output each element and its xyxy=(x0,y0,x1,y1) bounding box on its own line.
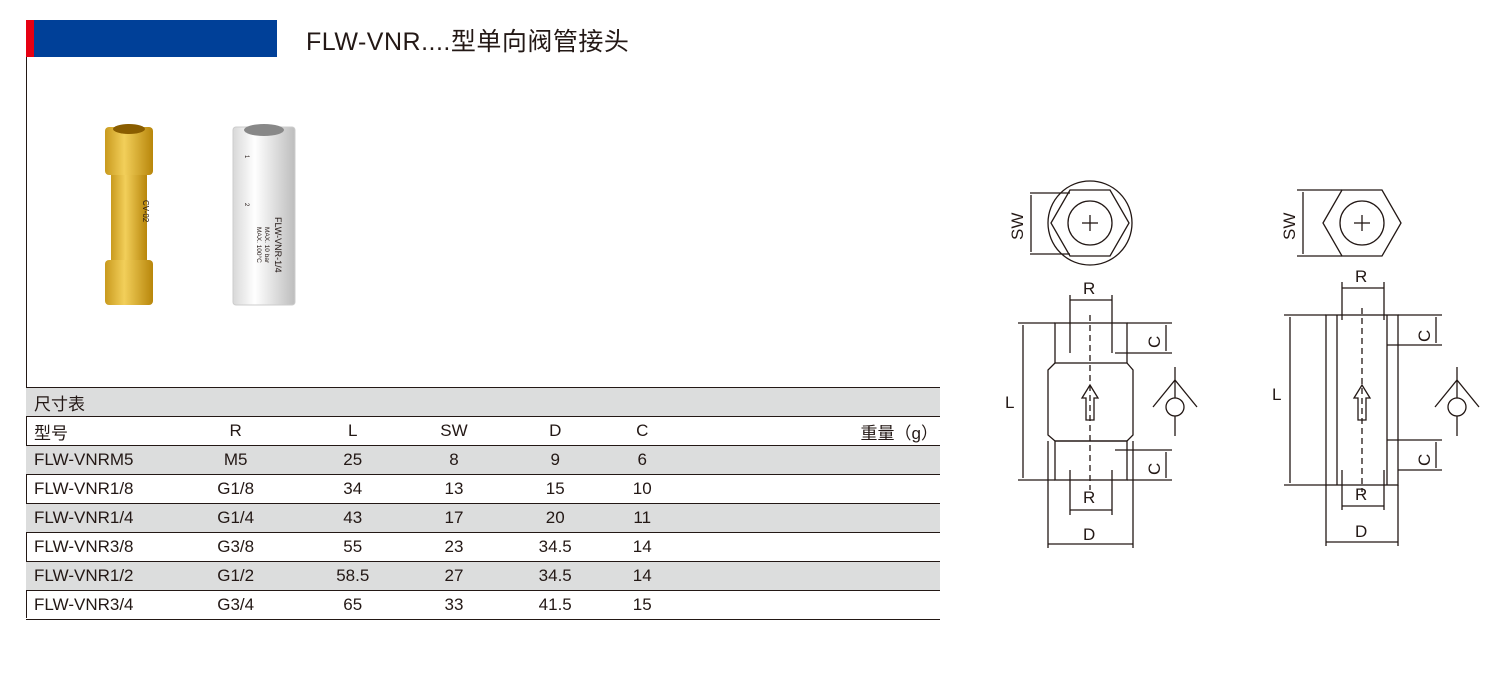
col-l: L xyxy=(297,416,409,446)
col-c: C xyxy=(610,416,674,446)
r-label-top: R xyxy=(1083,279,1095,298)
r-label-bottom: R xyxy=(1355,485,1367,504)
cell-c: 14 xyxy=(610,532,674,562)
r-label-bottom: R xyxy=(1083,488,1095,507)
cell-l: 25 xyxy=(297,445,409,475)
cell-r: G1/2 xyxy=(174,561,298,591)
d-label: D xyxy=(1355,522,1367,541)
cell-c: 11 xyxy=(610,503,674,533)
cell-model: FLW-VNR3/4 xyxy=(26,590,174,620)
header-bar-blue xyxy=(26,20,277,57)
cell-r: G3/4 xyxy=(174,590,298,620)
top-view: SW xyxy=(1280,189,1402,257)
d-label: D xyxy=(1083,525,1095,544)
cell-r: G1/4 xyxy=(174,503,298,533)
top-view: SW xyxy=(1008,180,1133,266)
cell-d: 20 xyxy=(499,503,611,533)
steel-check-valve-photo: 1 2 FLW-VNR-1/4 MAX. 10 bar MAX. 100°C xyxy=(232,124,296,306)
col-r: R xyxy=(174,416,298,446)
cell-c: 10 xyxy=(610,474,674,504)
cell-d: 9 xyxy=(499,445,611,475)
cell-r: G1/8 xyxy=(174,474,298,504)
cell-sw: 23 xyxy=(408,532,500,562)
r-label-top: R xyxy=(1355,267,1367,286)
cell-d: 41.5 xyxy=(499,590,611,620)
cell-l: 65 xyxy=(297,590,409,620)
cell-model: FLW-VNR3/8 xyxy=(26,532,174,562)
cell-model: FLW-VNR1/2 xyxy=(26,561,174,591)
cell-l: 55 xyxy=(297,532,409,562)
page-title: FLW-VNR....型单向阀管接头 xyxy=(306,28,630,56)
cell-d: 34.5 xyxy=(499,561,611,591)
col-sw: SW xyxy=(408,416,500,446)
c-label-bottom: C xyxy=(1415,454,1434,466)
temperature-marking: MAX. 100°C xyxy=(255,227,263,263)
side-view: R L C C R D xyxy=(1005,279,1172,548)
cell-weight xyxy=(673,561,940,591)
table-section-header: 尺寸表 xyxy=(26,387,940,417)
cell-l: 43 xyxy=(297,503,409,533)
cell-sw: 13 xyxy=(408,474,500,504)
c-label-top: C xyxy=(1145,336,1164,348)
cell-weight xyxy=(673,590,940,620)
c-label-bottom: C xyxy=(1145,463,1164,475)
cell-r: G3/8 xyxy=(174,532,298,562)
pressure-marking: MAX. 10 bar xyxy=(263,227,270,264)
section-title: 尺寸表 xyxy=(26,387,940,417)
drawing-vnr-type2: SW R L C C R D xyxy=(1272,189,1480,546)
header-bar-red xyxy=(26,20,34,57)
cell-d: 34.5 xyxy=(499,532,611,562)
steel-marking: FLW-VNR-1/4 xyxy=(273,217,283,273)
sw-label: SW xyxy=(1280,213,1299,240)
side-view: R L C C R D xyxy=(1272,267,1442,546)
cell-weight xyxy=(673,445,940,475)
cell-c: 6 xyxy=(610,445,674,475)
product-photos: CV-02 1 2 FLW-VNR-1/4 MAX. 10 bar MAX. 1… xyxy=(105,124,296,306)
cell-sw: 27 xyxy=(408,561,500,591)
drawing-vnr-type1: SW R L C C R D xyxy=(1005,180,1198,548)
c-label-top: C xyxy=(1415,330,1434,342)
col-model: 型号 xyxy=(26,416,174,446)
cell-l: 58.5 xyxy=(297,561,409,591)
left-rule xyxy=(26,57,27,618)
cell-model: FLW-VNRM5 xyxy=(26,445,174,475)
col-weight: 重量（g） xyxy=(673,416,940,446)
cell-c: 14 xyxy=(610,561,674,591)
check-valve-symbol xyxy=(1152,367,1198,436)
cell-model: FLW-VNR1/8 xyxy=(26,474,174,504)
cell-sw: 33 xyxy=(408,590,500,620)
table-header-row: 型号 R L SW D C 重量（g） xyxy=(26,416,940,446)
port-out-label: 2 xyxy=(243,203,249,207)
check-valve-symbol xyxy=(1434,367,1480,436)
l-label: L xyxy=(1272,385,1281,404)
l-label: L xyxy=(1005,393,1014,412)
cell-model: FLW-VNR1/4 xyxy=(26,503,174,533)
cell-c: 15 xyxy=(610,590,674,620)
cell-d: 15 xyxy=(499,474,611,504)
col-d: D xyxy=(499,416,611,446)
cell-sw: 17 xyxy=(408,503,500,533)
cell-weight xyxy=(673,532,940,562)
cell-sw: 8 xyxy=(408,445,500,475)
brass-marking: CV-02 xyxy=(141,200,150,223)
cell-weight xyxy=(673,503,940,533)
port-in-label: 1 xyxy=(243,155,249,159)
cell-l: 34 xyxy=(297,474,409,504)
brass-check-valve-photo: CV-02 xyxy=(105,124,153,305)
sw-label: SW xyxy=(1008,213,1027,240)
cell-weight xyxy=(673,474,940,504)
cell-r: M5 xyxy=(174,445,298,475)
